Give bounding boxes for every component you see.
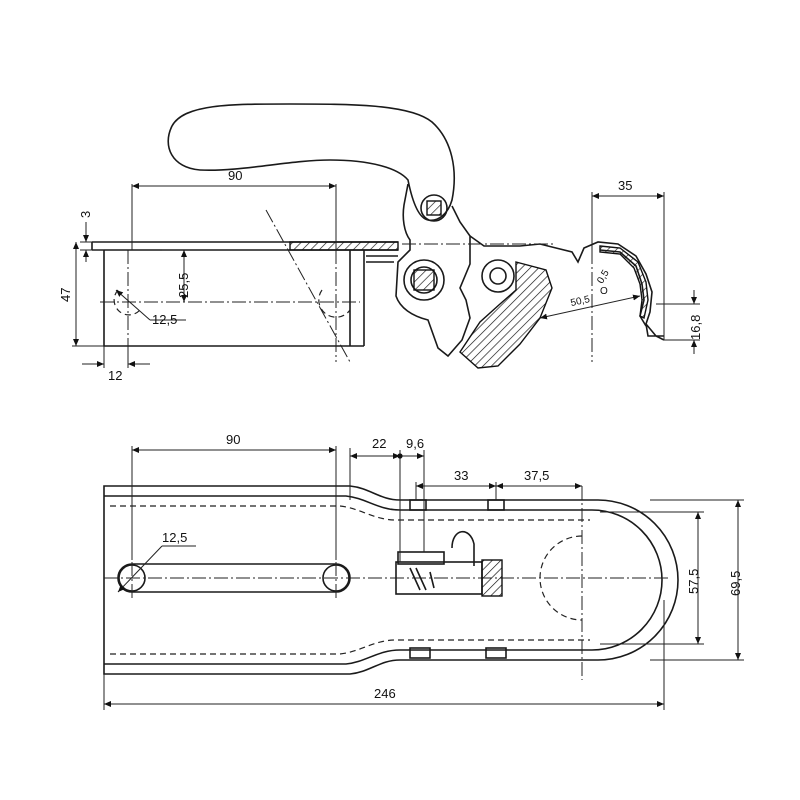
main-bolt-core [413,269,435,291]
top-view: 90 22 9,6 33 37,5 12,5 57,5 69,5 [103,432,744,710]
upper-pivot-bolt [420,194,448,222]
main-bolt [403,259,445,301]
dim-50-5: 50,5 [570,294,592,309]
rivet-bottom-2 [485,647,507,659]
dim-47: 47 [58,288,73,302]
dim-12-5-top: 12,5 [162,530,187,545]
body-inner-dashed-2 [110,639,590,655]
dim-57-5: 57,5 [686,569,701,594]
rivet-top-2 [487,499,505,511]
side-view: 90 3 47 25,5 12,5 12 35 0,5 50,5 [58,103,703,383]
body-outline [103,485,679,675]
hole-hidden-1 [113,289,141,316]
ball-socket-hidden [539,535,583,621]
oval-cutout [451,530,475,566]
dim-246: 246 [374,686,396,701]
locking-jaw [459,261,553,369]
dim-22: 22 [372,436,386,451]
dim-25-5: 25,5 [176,273,191,298]
dim-33: 33 [454,468,468,483]
housing-hatched-wall [289,241,399,251]
dim-90-top: 90 [226,432,240,447]
cam-bolt-inner [489,267,507,285]
dim-69-5: 69,5 [728,571,743,596]
dim-37-5: 37,5 [524,468,549,483]
pin-head [397,551,445,565]
socket-hatch [599,245,649,320]
dim-0-5: 0,5 [595,268,612,286]
dim-12: 12 [108,368,122,383]
cam-bolt [481,259,515,293]
body-inner-dashed [110,505,590,521]
rivet-top-1 [409,499,427,511]
knurled-knob [481,559,503,597]
axis-line-diagonal [265,209,351,363]
dim-9-6: 9,6 [406,436,424,451]
body-inner [104,495,663,665]
upper-pivot-core [426,200,442,216]
main-bolt-inner [410,266,438,294]
dim-35: 35 [618,178,632,193]
lever-body [395,183,471,358]
dim-90-side: 90 [228,168,242,183]
dim-12-5-side: 12,5 [152,312,177,327]
dim-3: 3 [78,211,93,218]
rivet-bottom-1 [409,647,431,659]
dim-16-8: 16,8 [688,315,703,340]
lever-handle [167,103,455,222]
pin-notch [409,567,435,591]
slot-lines [366,255,398,263]
dim-50-5-symbol: O [600,286,608,297]
